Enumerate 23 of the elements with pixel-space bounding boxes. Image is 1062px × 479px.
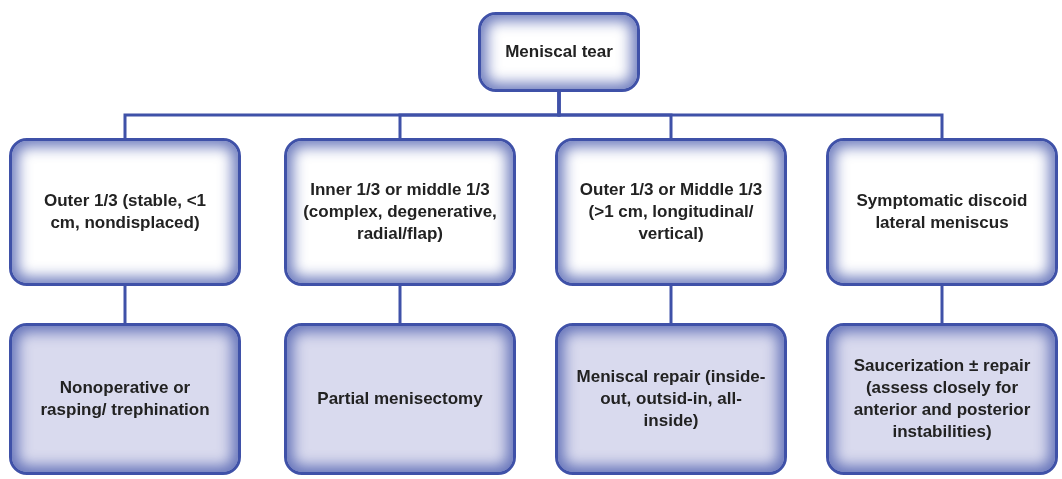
treatment-box — [284, 323, 516, 475]
connector-line — [557, 92, 944, 138]
box-text: Inner 1/3 or middle 1/3 (complex, degenerative, radial/flap) — [303, 179, 497, 245]
box-text: Nonoperative or rasping/ trephination — [39, 377, 211, 421]
treatment-box — [555, 323, 787, 475]
box-text: Meniscal tear — [505, 41, 613, 63]
category-box — [826, 138, 1058, 286]
box-text: Symptomatic discoid lateral meniscus — [855, 190, 1029, 234]
box-text: Saucerization ± repair (assess closely for anterior and posterior instabilities) — [852, 355, 1032, 443]
treatment-box — [826, 323, 1058, 475]
category-box — [478, 12, 640, 92]
connector-line — [940, 286, 944, 323]
connector-line — [398, 286, 402, 323]
category-box — [9, 138, 241, 286]
connector-line — [123, 286, 127, 323]
box-text: Partial menisectomy — [317, 388, 483, 410]
treatment-box — [9, 323, 241, 475]
box-text: Meniscal repair (inside-out, outsid-in, all-inside) — [575, 366, 767, 432]
connector-line — [669, 286, 673, 323]
category-box — [555, 138, 787, 286]
box-text: Outer 1/3 or Middle 1/3 (>1 cm, longitudinal/ vertical) — [578, 179, 764, 245]
category-box — [284, 138, 516, 286]
box-text: Outer 1/3 (stable, <1 cm, nondisplaced) — [42, 190, 207, 234]
